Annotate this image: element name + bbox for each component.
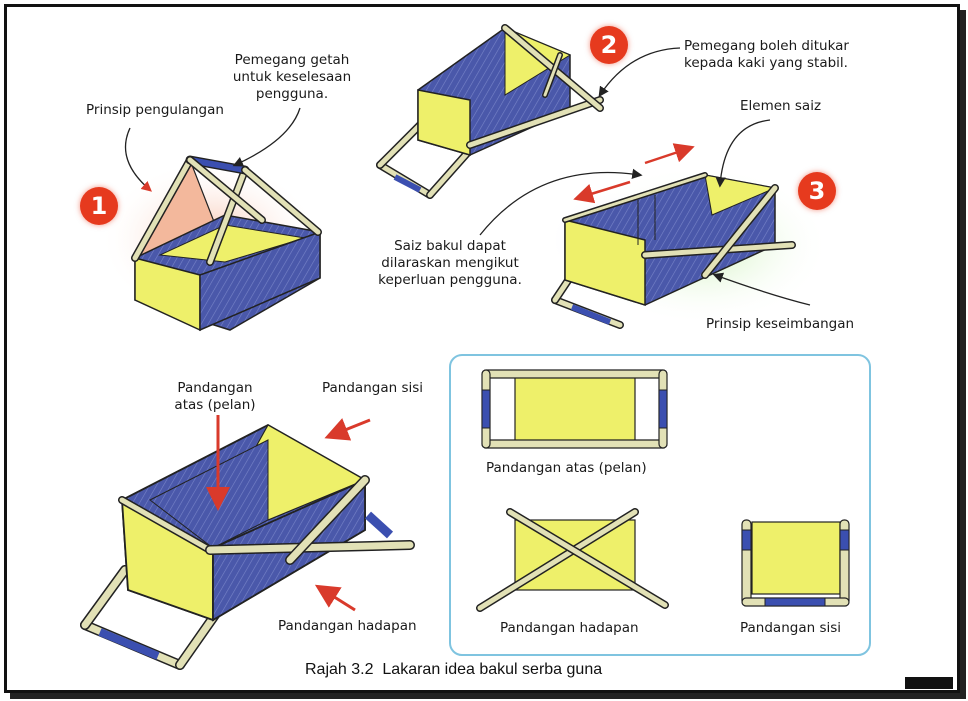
label-pemegang-ditukar-line2: kepada kaki yang stabil. (684, 55, 848, 71)
label-saiz-bakul-line3: keperluan pengguna. (378, 272, 522, 288)
label-saiz-bakul-line1: Saiz bakul dapat (394, 238, 506, 254)
label-pemegang-getah: Pemegang getah untuk keselesaan pengguna… (222, 52, 362, 103)
label-pandangan-atas: Pandangan atas (pelan) (150, 380, 280, 414)
label-elemen-saiz: Elemen saiz (740, 98, 822, 114)
arrow-sisi (324, 418, 371, 441)
label-prinsip-pengulangan: Prinsip pengulangan (86, 102, 224, 118)
label-pemegang-ditukar-line1: Pemegang boleh ditukar (684, 38, 849, 54)
sketch-3-basket (550, 143, 830, 329)
label-pandangan-sisi: Pandangan sisi (322, 380, 424, 396)
figure-number: Rajah 3.2 (305, 661, 374, 678)
front-view-drawing (476, 508, 669, 612)
figure-title: Lakaran idea bakul serba guna (382, 661, 603, 678)
label-prinsip-keseimbangan: Prinsip keseimbangan (706, 316, 855, 332)
label-pemegang-getah-line3: pengguna. (255, 86, 329, 102)
sketch-1-basket (100, 155, 322, 332)
leader-pemegang-getah (232, 107, 301, 167)
view-label-hadapan: Pandangan hadapan (500, 620, 639, 636)
step-badge-2: 2 (590, 26, 628, 64)
main-basket-sketch (80, 423, 415, 670)
figure-caption: Rajah 3.2 Lakaran idea bakul serba guna (305, 661, 602, 679)
step-badge-3: 3 (798, 172, 836, 210)
label-pandangan-atas-line1: Pandangan (177, 380, 253, 396)
leader-elemen-saiz (715, 119, 771, 188)
label-saiz-bakul: Saiz bakul dapat dilaraskan mengikut kep… (370, 238, 530, 289)
label-pandangan-atas-line2: atas (pelan) (174, 397, 256, 413)
leader-saiz-bakul (479, 168, 643, 236)
label-pemegang-getah-line2: untuk keselesaan (232, 69, 352, 85)
top-view-drawing (481, 369, 668, 449)
label-pemegang-ditukar: Pemegang boleh ditukar kepada kaki yang … (684, 38, 849, 72)
leader-pengulangan (124, 127, 152, 192)
label-pemegang-getah-line1: Pemegang getah (234, 52, 350, 68)
arrow-hadapan (314, 584, 356, 612)
sketch-2-basket (376, 24, 604, 200)
label-saiz-bakul-line2: dilaraskan mengikut (381, 255, 519, 271)
leader-keseimbangan (712, 272, 811, 306)
side-view-drawing (741, 519, 850, 607)
label-pandangan-hadapan: Pandangan hadapan (278, 618, 417, 634)
corner-block (905, 677, 953, 689)
leader-pemegang-ditukar (598, 47, 681, 98)
view-label-sisi: Pandangan sisi (740, 620, 842, 636)
step-badge-1: 1 (80, 187, 118, 225)
view-label-atas: Pandangan atas (pelan) (486, 460, 647, 476)
